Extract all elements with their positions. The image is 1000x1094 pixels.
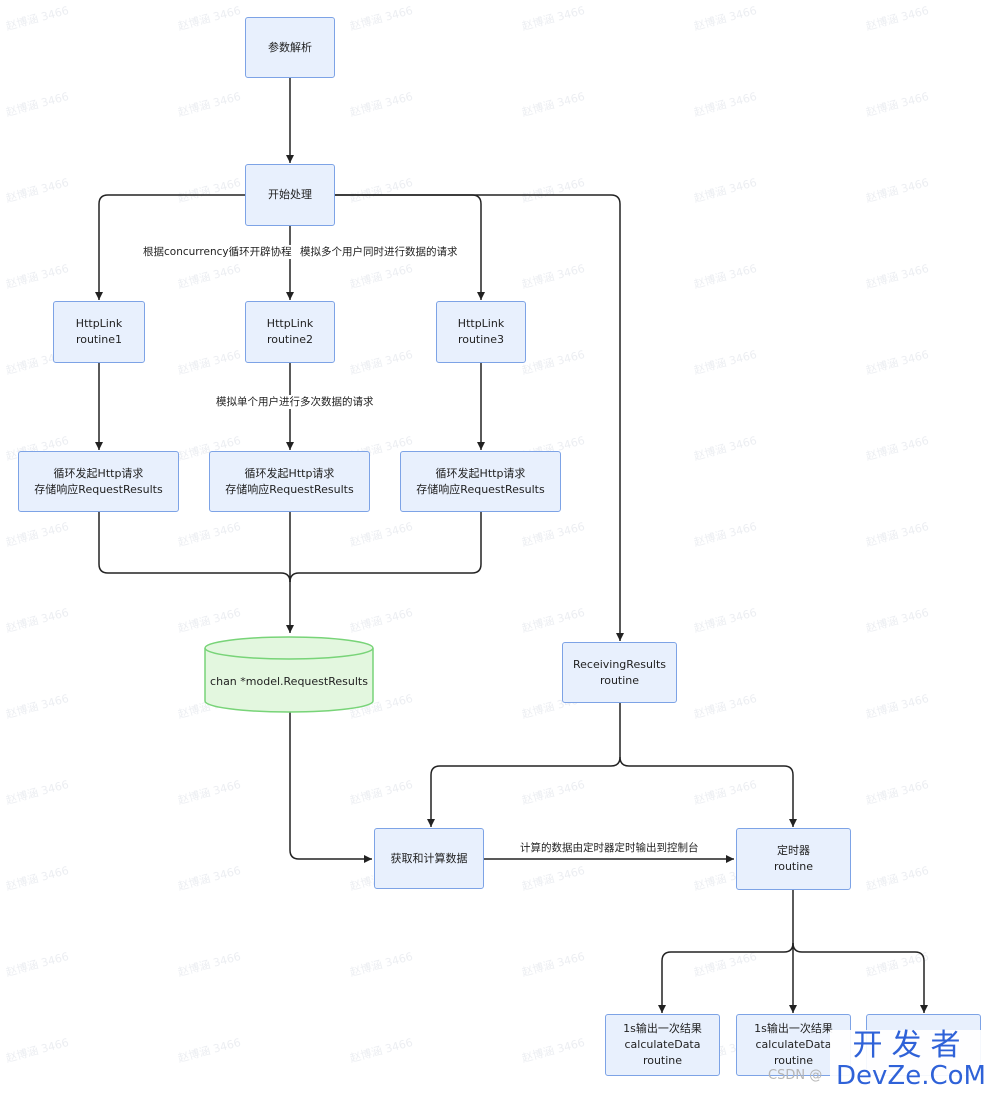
- node-line: routine: [773, 860, 814, 873]
- edge-label-multi-user: 模拟多个用户同时进行数据的请求: [298, 245, 460, 259]
- node-start-label: 开始处理: [268, 188, 312, 201]
- node-line: ReceivingResults: [572, 657, 667, 671]
- node-line: routine: [599, 673, 640, 687]
- edge-timer-calc1: [658, 942, 794, 1013]
- logo-bottom-text: DevZe.CoM: [836, 1061, 986, 1091]
- edge-label-concurrency: 根据concurrency循环开辟协程: [141, 245, 294, 259]
- node-timer[interactable]: 定时器 routine: [736, 828, 851, 890]
- node-line: calculateData: [755, 1038, 832, 1051]
- edge-loop1-merge: [98, 512, 291, 583]
- node-line: routine: [642, 1054, 683, 1067]
- node-line: HttpLink: [75, 317, 123, 330]
- edge-label-timer-output: 计算的数据由定时器定时输出到控制台: [518, 841, 701, 855]
- node-line: routine1: [75, 333, 123, 346]
- node-line: HttpLink: [266, 317, 314, 330]
- node-receiving-results[interactable]: ReceivingResults routine: [562, 642, 677, 703]
- node-httplink-3[interactable]: HttpLink routine3: [436, 301, 526, 363]
- node-line: 循环发起Http请求: [53, 466, 144, 480]
- node-line: calculateData: [624, 1038, 701, 1051]
- edge-start-receiving: [335, 194, 624, 641]
- node-line: 循环发起Http请求: [244, 466, 335, 480]
- node-line: 存储响应RequestResults: [34, 482, 163, 496]
- node-compute-data[interactable]: 获取和计算数据: [374, 828, 484, 889]
- edge-start-http1: [95, 194, 245, 300]
- node-line: 1s输出一次结果: [754, 1022, 833, 1035]
- node-line: 循环发起Http请求: [435, 466, 526, 480]
- chan-cylinder: [204, 636, 374, 713]
- node-loop-request-1[interactable]: 循环发起Http请求 存储响应RequestResults: [18, 451, 179, 512]
- node-httplink-2[interactable]: HttpLink routine2: [245, 301, 335, 363]
- node-line: 定时器: [777, 844, 810, 857]
- node-parse[interactable]: 参数解析: [245, 17, 335, 78]
- edge-timer-calc3: [792, 942, 928, 1013]
- csdn-credit: CSDN @: [768, 1068, 823, 1083]
- edge-chan-compute: [289, 712, 372, 863]
- node-start[interactable]: 开始处理: [245, 164, 335, 226]
- node-calculate-1[interactable]: 1s输出一次结果 calculateData routine: [605, 1014, 720, 1076]
- node-line: routine2: [266, 333, 314, 346]
- node-loop-request-3[interactable]: 循环发起Http请求 存储响应RequestResults: [400, 451, 561, 512]
- node-line: 1s输出一次结果: [623, 1022, 702, 1035]
- edge-loop3-merge: [289, 512, 482, 583]
- node-line: HttpLink: [457, 317, 505, 330]
- devze-logo: 开发者 DevZe.CoM: [830, 1030, 992, 1092]
- edge-receiving-compute: [427, 703, 621, 827]
- node-line: routine3: [457, 333, 505, 346]
- node-line: routine: [773, 1054, 814, 1067]
- node-chan-label: chan *model.RequestResults: [210, 675, 368, 688]
- edge-label-single-user: 模拟单个用户进行多次数据的请求: [214, 395, 376, 409]
- node-httplink-1[interactable]: HttpLink routine1: [53, 301, 145, 363]
- node-compute-label: 获取和计算数据: [390, 851, 468, 865]
- edge-receiving-timer: [619, 756, 797, 827]
- node-parse-label: 参数解析: [268, 40, 312, 54]
- node-line: 存储响应RequestResults: [416, 482, 545, 496]
- node-line: 存储响应RequestResults: [225, 482, 354, 496]
- node-loop-request-2[interactable]: 循环发起Http请求 存储响应RequestResults: [209, 451, 370, 512]
- logo-top-text: 开发者: [852, 1028, 970, 1063]
